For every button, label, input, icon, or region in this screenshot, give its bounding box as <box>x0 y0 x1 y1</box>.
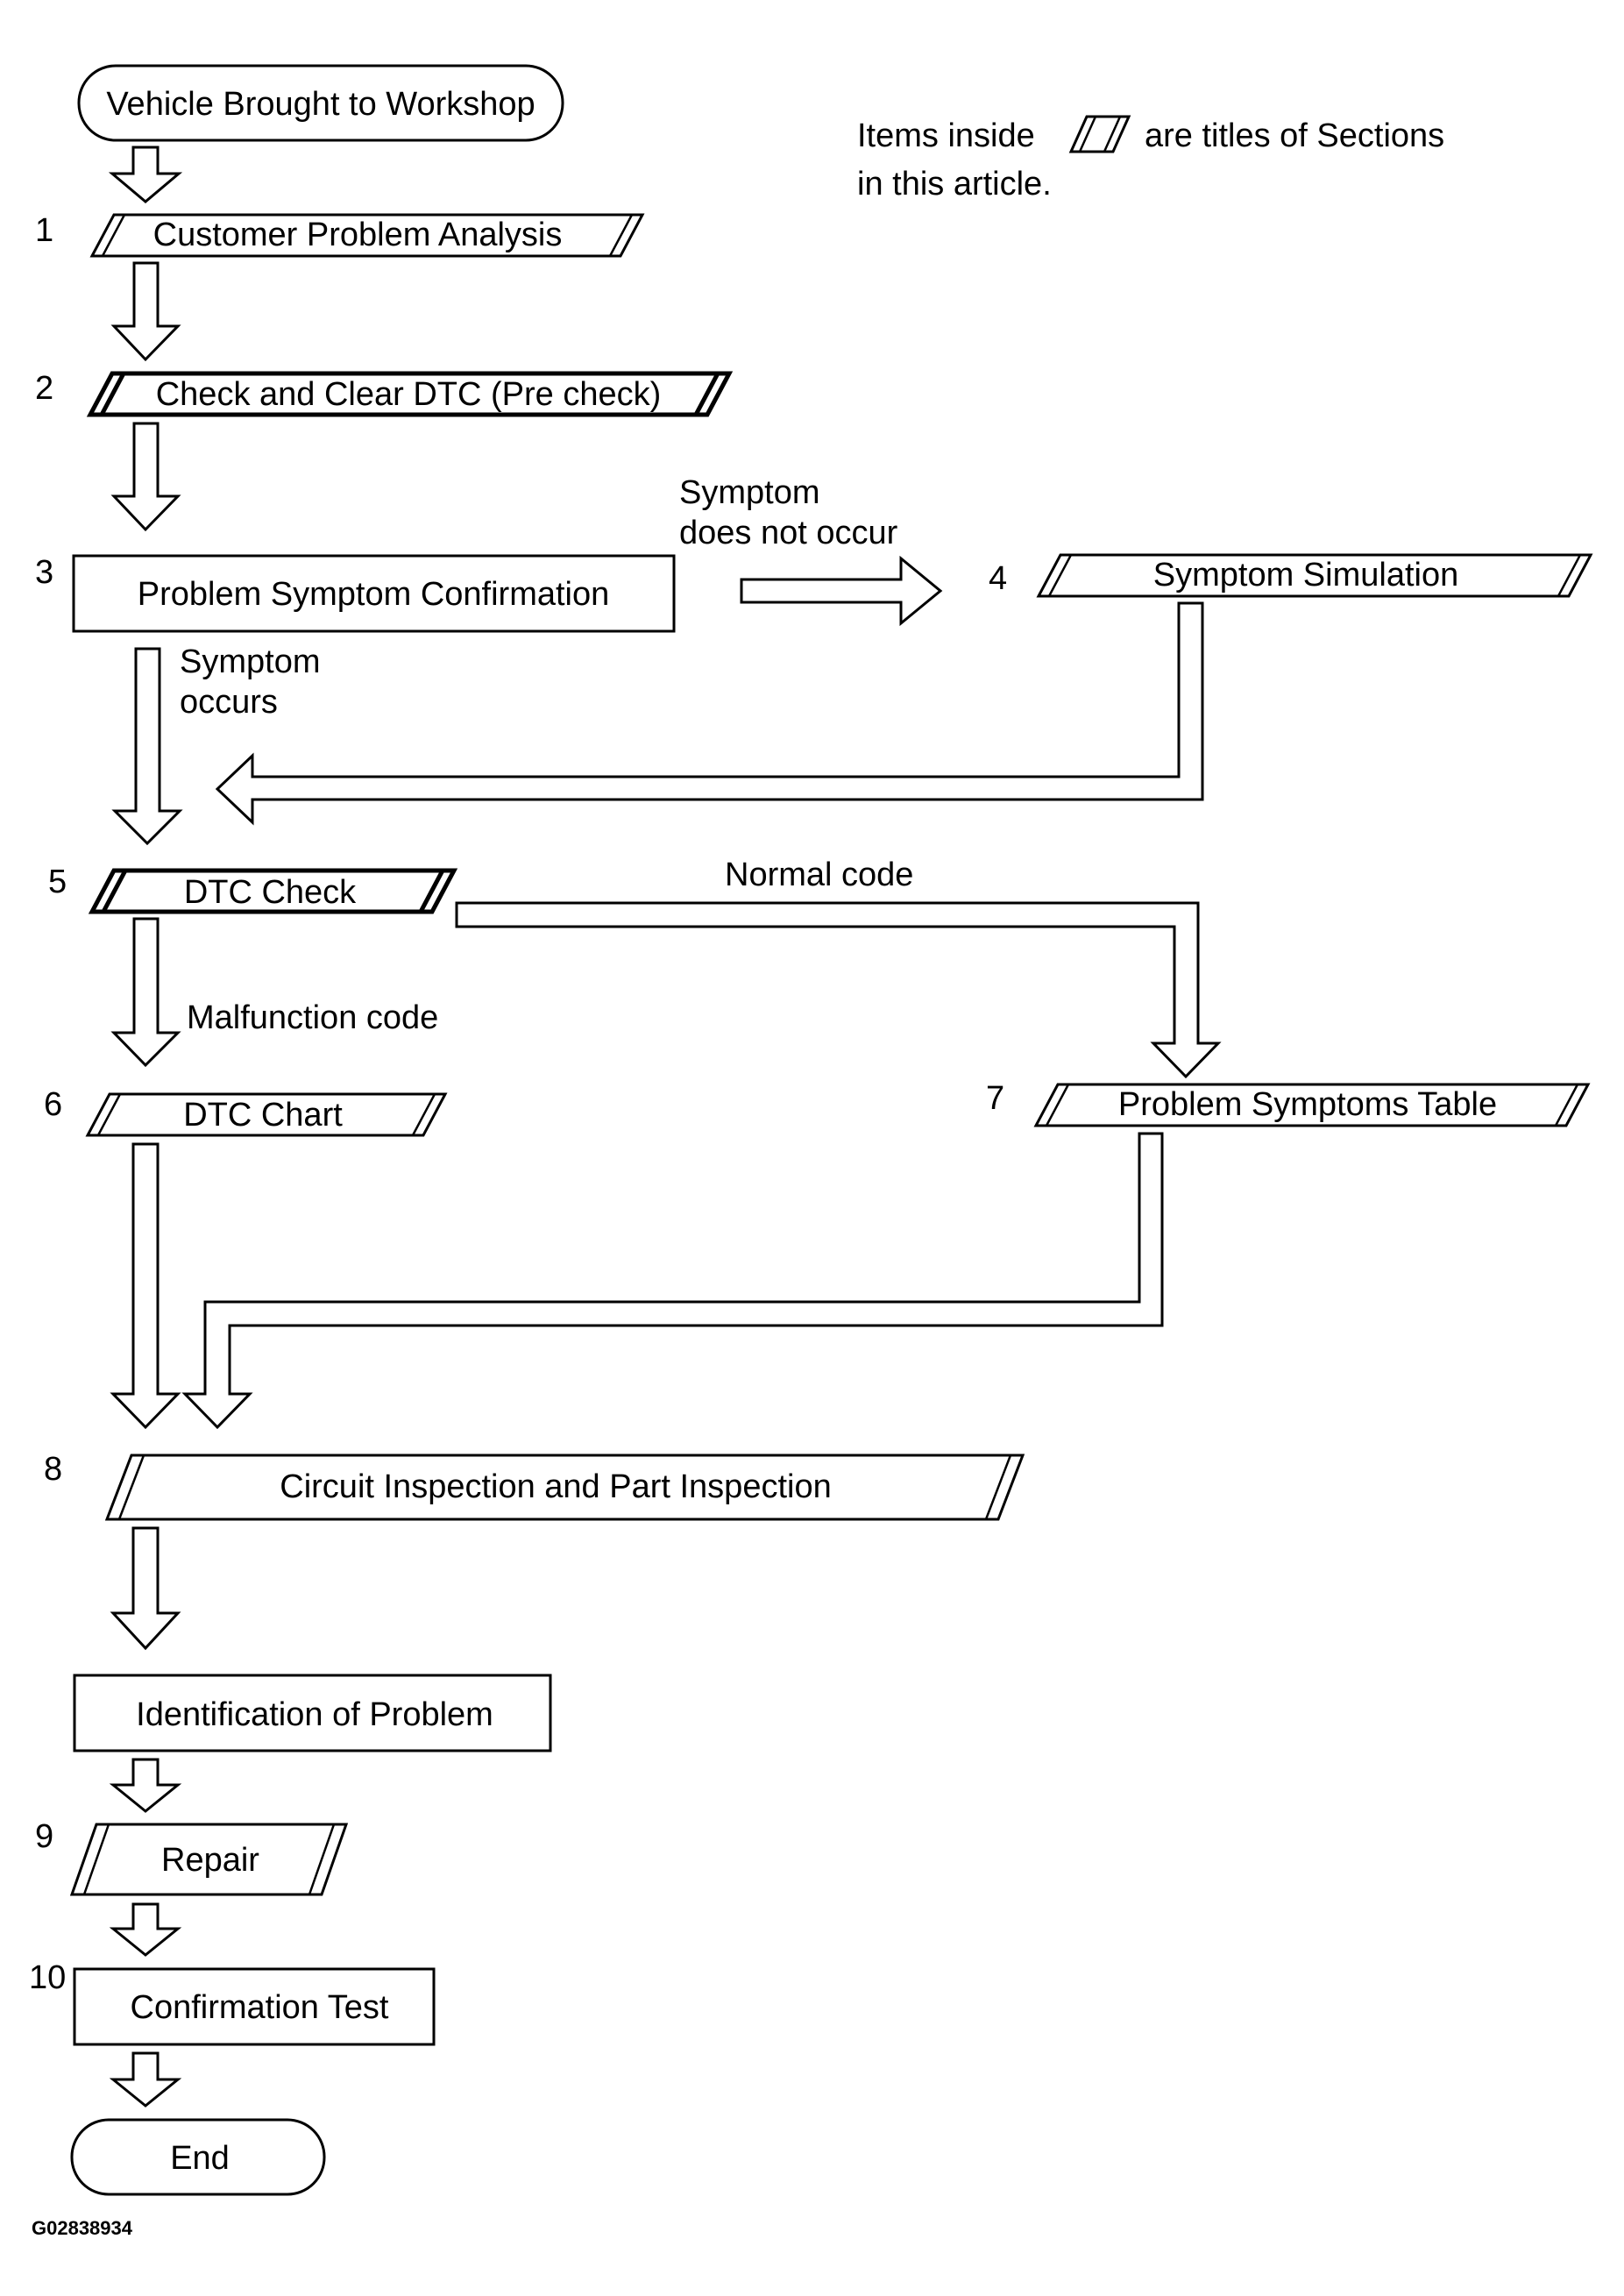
step-6-label: DTC Chart <box>183 1097 343 1134</box>
step-6-slash-left <box>96 1093 122 1136</box>
step-6: 6 DTC Chart <box>44 1086 448 1137</box>
legend-note-suffix: are titles of Sections <box>1145 117 1444 154</box>
step-8-slash-left <box>117 1454 145 1520</box>
step-4-label: Symptom Simulation <box>1153 557 1458 594</box>
step-8: 8 Circuit Inspection and Part Inspection <box>44 1451 1025 1521</box>
arrow-10-to-end <box>109 2051 182 2108</box>
arrow-1-to-2 <box>110 261 181 362</box>
end-terminal: End <box>70 2118 326 2196</box>
step-5: 5 DTC Check <box>48 864 458 914</box>
identification-step: Identification of Problem <box>73 1674 552 1752</box>
arrow-6-to-8 <box>110 1142 181 1430</box>
arrow-start-to-1 <box>108 146 183 203</box>
step-8-shape <box>104 1454 1025 1521</box>
symptom-occurs-label-line1: Symptom <box>180 643 320 680</box>
step-3-label: Problem Symptom Confirmation <box>138 576 610 613</box>
step-7-shape <box>1033 1083 1591 1127</box>
arrow-5-to-7 <box>455 901 1222 1079</box>
step-4: 4 Symptom Simulation <box>989 553 1593 598</box>
step-1-slash-right <box>608 214 634 257</box>
step-4-slash-right <box>1557 554 1582 597</box>
step-7-slash-right <box>1554 1084 1579 1127</box>
step-2-slash-left <box>99 372 126 416</box>
start-terminal-shape <box>77 64 564 142</box>
step-9-slash-left <box>82 1823 110 1895</box>
step-2-slash-right <box>693 372 720 416</box>
step-10-label: Confirmation Test <box>131 1989 389 2026</box>
step-4-number: 4 <box>989 560 1007 597</box>
step-5-slash-right <box>418 869 445 913</box>
step-5-shape <box>88 868 458 914</box>
step-7: 7 Problem Symptoms Table <box>986 1080 1591 1127</box>
arrow-4-to-main <box>215 601 1204 826</box>
step-9-label: Repair <box>161 1842 259 1879</box>
step-5-slash-left <box>101 869 128 913</box>
step-7-slash-left <box>1045 1084 1070 1127</box>
step-3-number: 3 <box>35 554 53 591</box>
legend-note: Items inside are titles of Sections in t… <box>857 115 1444 203</box>
step-4-slash-left <box>1047 554 1073 597</box>
step-8-label: Circuit Inspection and Part Inspection <box>280 1468 831 1505</box>
step-10-number: 10 <box>29 1959 66 1996</box>
arrow-3-to-4 <box>740 555 943 627</box>
step-3-shape <box>72 554 676 633</box>
step-5-label: DTC Check <box>184 874 357 911</box>
step-6-shape <box>85 1092 448 1137</box>
step-3: 3 Problem Symptom Confirmation <box>35 554 676 633</box>
step-7-label: Problem Symptoms Table <box>1118 1086 1497 1123</box>
step-4-shape <box>1036 553 1593 598</box>
step-8-slash-right <box>984 1454 1012 1520</box>
normal-code-label: Normal code <box>725 857 913 893</box>
malfunction-code-label: Malfunction code <box>187 999 438 1036</box>
figure-code: G02838934 <box>32 2217 133 2239</box>
step-9-slash-right <box>308 1823 336 1895</box>
start-terminal-label: Vehicle Brought to Workshop <box>106 86 535 123</box>
end-terminal-shape <box>70 2118 326 2196</box>
legend-note-prefix: Items inside <box>857 117 1035 154</box>
step-8-number: 8 <box>44 1451 62 1488</box>
parallelogram-legend-icon <box>1068 115 1131 153</box>
arrow-9-to-10 <box>109 1902 182 1957</box>
step-1-label: Customer Problem Analysis <box>153 217 563 253</box>
arrow-8-to-identification <box>110 1526 181 1651</box>
step-6-slash-right <box>411 1093 436 1136</box>
arrow-7-to-8 <box>181 1132 1164 1430</box>
step-1-shape <box>89 213 645 258</box>
arrow-5-to-6 <box>110 917 181 1068</box>
step-1: 1 Customer Problem Analysis <box>35 212 645 258</box>
arrow-2-to-3 <box>110 422 181 532</box>
step-1-slash-left <box>101 214 126 257</box>
step-1-number: 1 <box>35 212 53 249</box>
legend-slash-left <box>1078 116 1097 153</box>
symptom-occurs-label-line2: occurs <box>180 684 278 721</box>
no-symptom-label-line2: does not occur <box>679 515 898 551</box>
end-terminal-label: End <box>170 2140 230 2177</box>
step-2-shape <box>86 371 734 417</box>
arrow-identification-to-9 <box>109 1758 182 1813</box>
start-terminal: Vehicle Brought to Workshop <box>77 64 564 142</box>
step-6-number: 6 <box>44 1086 62 1123</box>
step-7-number: 7 <box>986 1080 1004 1117</box>
legend-note-line2: in this article. <box>857 166 1052 203</box>
flow-arrows <box>108 146 1222 2108</box>
arrow-3-to-5 <box>111 647 183 846</box>
step-10-shape <box>73 1967 436 2046</box>
identification-label: Identification of Problem <box>136 1696 493 1733</box>
step-9-shape <box>69 1823 349 1896</box>
no-symptom-label-line1: Symptom <box>679 474 819 511</box>
step-5-number: 5 <box>48 864 67 900</box>
legend-slash-right <box>1103 116 1122 153</box>
step-2: 2 Check and Clear DTC (Pre check) <box>35 370 734 417</box>
step-10: 10 Confirmation Test <box>29 1959 436 2046</box>
step-2-label: Check and Clear DTC (Pre check) <box>156 376 662 413</box>
step-9-number: 9 <box>35 1818 53 1855</box>
step-2-number: 2 <box>35 370 53 407</box>
step-9: 9 Repair <box>35 1818 349 1896</box>
identification-shape <box>73 1674 552 1752</box>
